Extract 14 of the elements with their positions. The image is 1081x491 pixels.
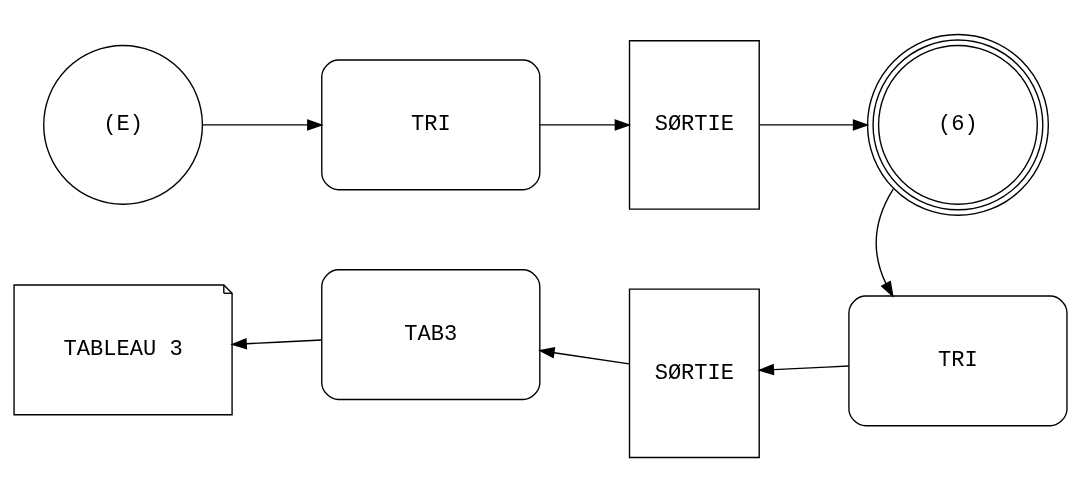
node-box: TRI [321,58,541,190]
arrow [757,363,850,375]
node-box: TRI [848,294,1068,426]
arrow [875,187,894,298]
arrow [230,337,323,350]
node-box: SØRTIE [628,287,760,458]
arrow [758,118,870,131]
node-circle: (E) [43,44,204,205]
arrow [201,118,324,131]
node-box: SØRTIE [628,39,760,210]
arrow [538,346,630,365]
node-box: TAB3 [321,268,541,400]
node-circle: (6) [866,33,1049,216]
arrow [539,118,632,131]
